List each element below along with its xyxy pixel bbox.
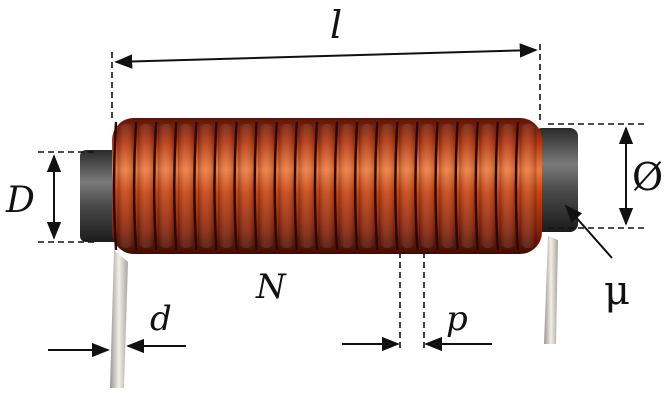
coil-turn <box>258 124 276 248</box>
core-diameter-label: Ø <box>632 155 663 199</box>
coil-turn-gap <box>293 121 299 251</box>
coil-turn-gap <box>353 121 359 251</box>
coil-turn-gap <box>273 121 278 251</box>
turns-label: N <box>255 267 287 307</box>
coil-turn-gap <box>514 121 520 251</box>
coil-turn <box>419 124 436 248</box>
lead-left <box>110 250 128 388</box>
coil-turn-gap <box>152 121 158 251</box>
coil-turn <box>318 124 336 248</box>
coil-turn <box>137 124 155 248</box>
coil-turn <box>238 124 256 248</box>
coil-turn <box>459 124 477 248</box>
coil-turn-gap <box>434 121 439 251</box>
coil-turn <box>157 124 175 248</box>
core-left-end <box>80 150 120 242</box>
wire-diameter-label: d <box>150 299 172 339</box>
coil-turn-gap <box>132 121 138 251</box>
coil-turn <box>198 124 215 248</box>
coil-turn <box>177 124 195 248</box>
coil-turn-gap <box>112 121 118 251</box>
coil-turn <box>378 124 396 248</box>
coil-turn-gap <box>374 121 379 251</box>
coil-turn <box>479 124 497 248</box>
coil-turn-gap <box>474 121 479 251</box>
coil-turn <box>439 124 456 248</box>
coil-turn-gap <box>193 121 198 251</box>
coil-turn <box>358 124 376 248</box>
coil-turn <box>338 124 356 248</box>
coil-turn-gap <box>333 121 339 251</box>
coil-turn-gap <box>494 121 500 251</box>
coil-turn <box>218 124 235 248</box>
coil-turn-gap <box>454 121 459 251</box>
coil-turn <box>117 124 135 248</box>
coil-turn <box>499 124 517 248</box>
coil-turn-gap <box>213 121 218 251</box>
pitch-label: p <box>446 299 468 339</box>
coil-turn-gap <box>173 121 178 251</box>
coil-turn-gap <box>233 121 238 251</box>
coil-turn <box>278 124 296 248</box>
coil-turns <box>112 121 537 251</box>
coil-turn-gap <box>253 121 258 251</box>
coil-turn-gap <box>313 121 319 251</box>
permeability-pointer <box>564 204 613 259</box>
coil-turn <box>398 124 416 248</box>
coil-turn <box>519 124 537 248</box>
outer-diameter-label: D <box>5 180 35 221</box>
length-label: l <box>330 3 342 47</box>
lead-right <box>544 236 558 344</box>
permeability-label: μ <box>604 268 630 314</box>
length-arrow <box>114 43 538 69</box>
coil-turn <box>298 124 316 248</box>
coil-turn-gap <box>394 121 399 251</box>
coil-turn-gap <box>414 121 419 251</box>
